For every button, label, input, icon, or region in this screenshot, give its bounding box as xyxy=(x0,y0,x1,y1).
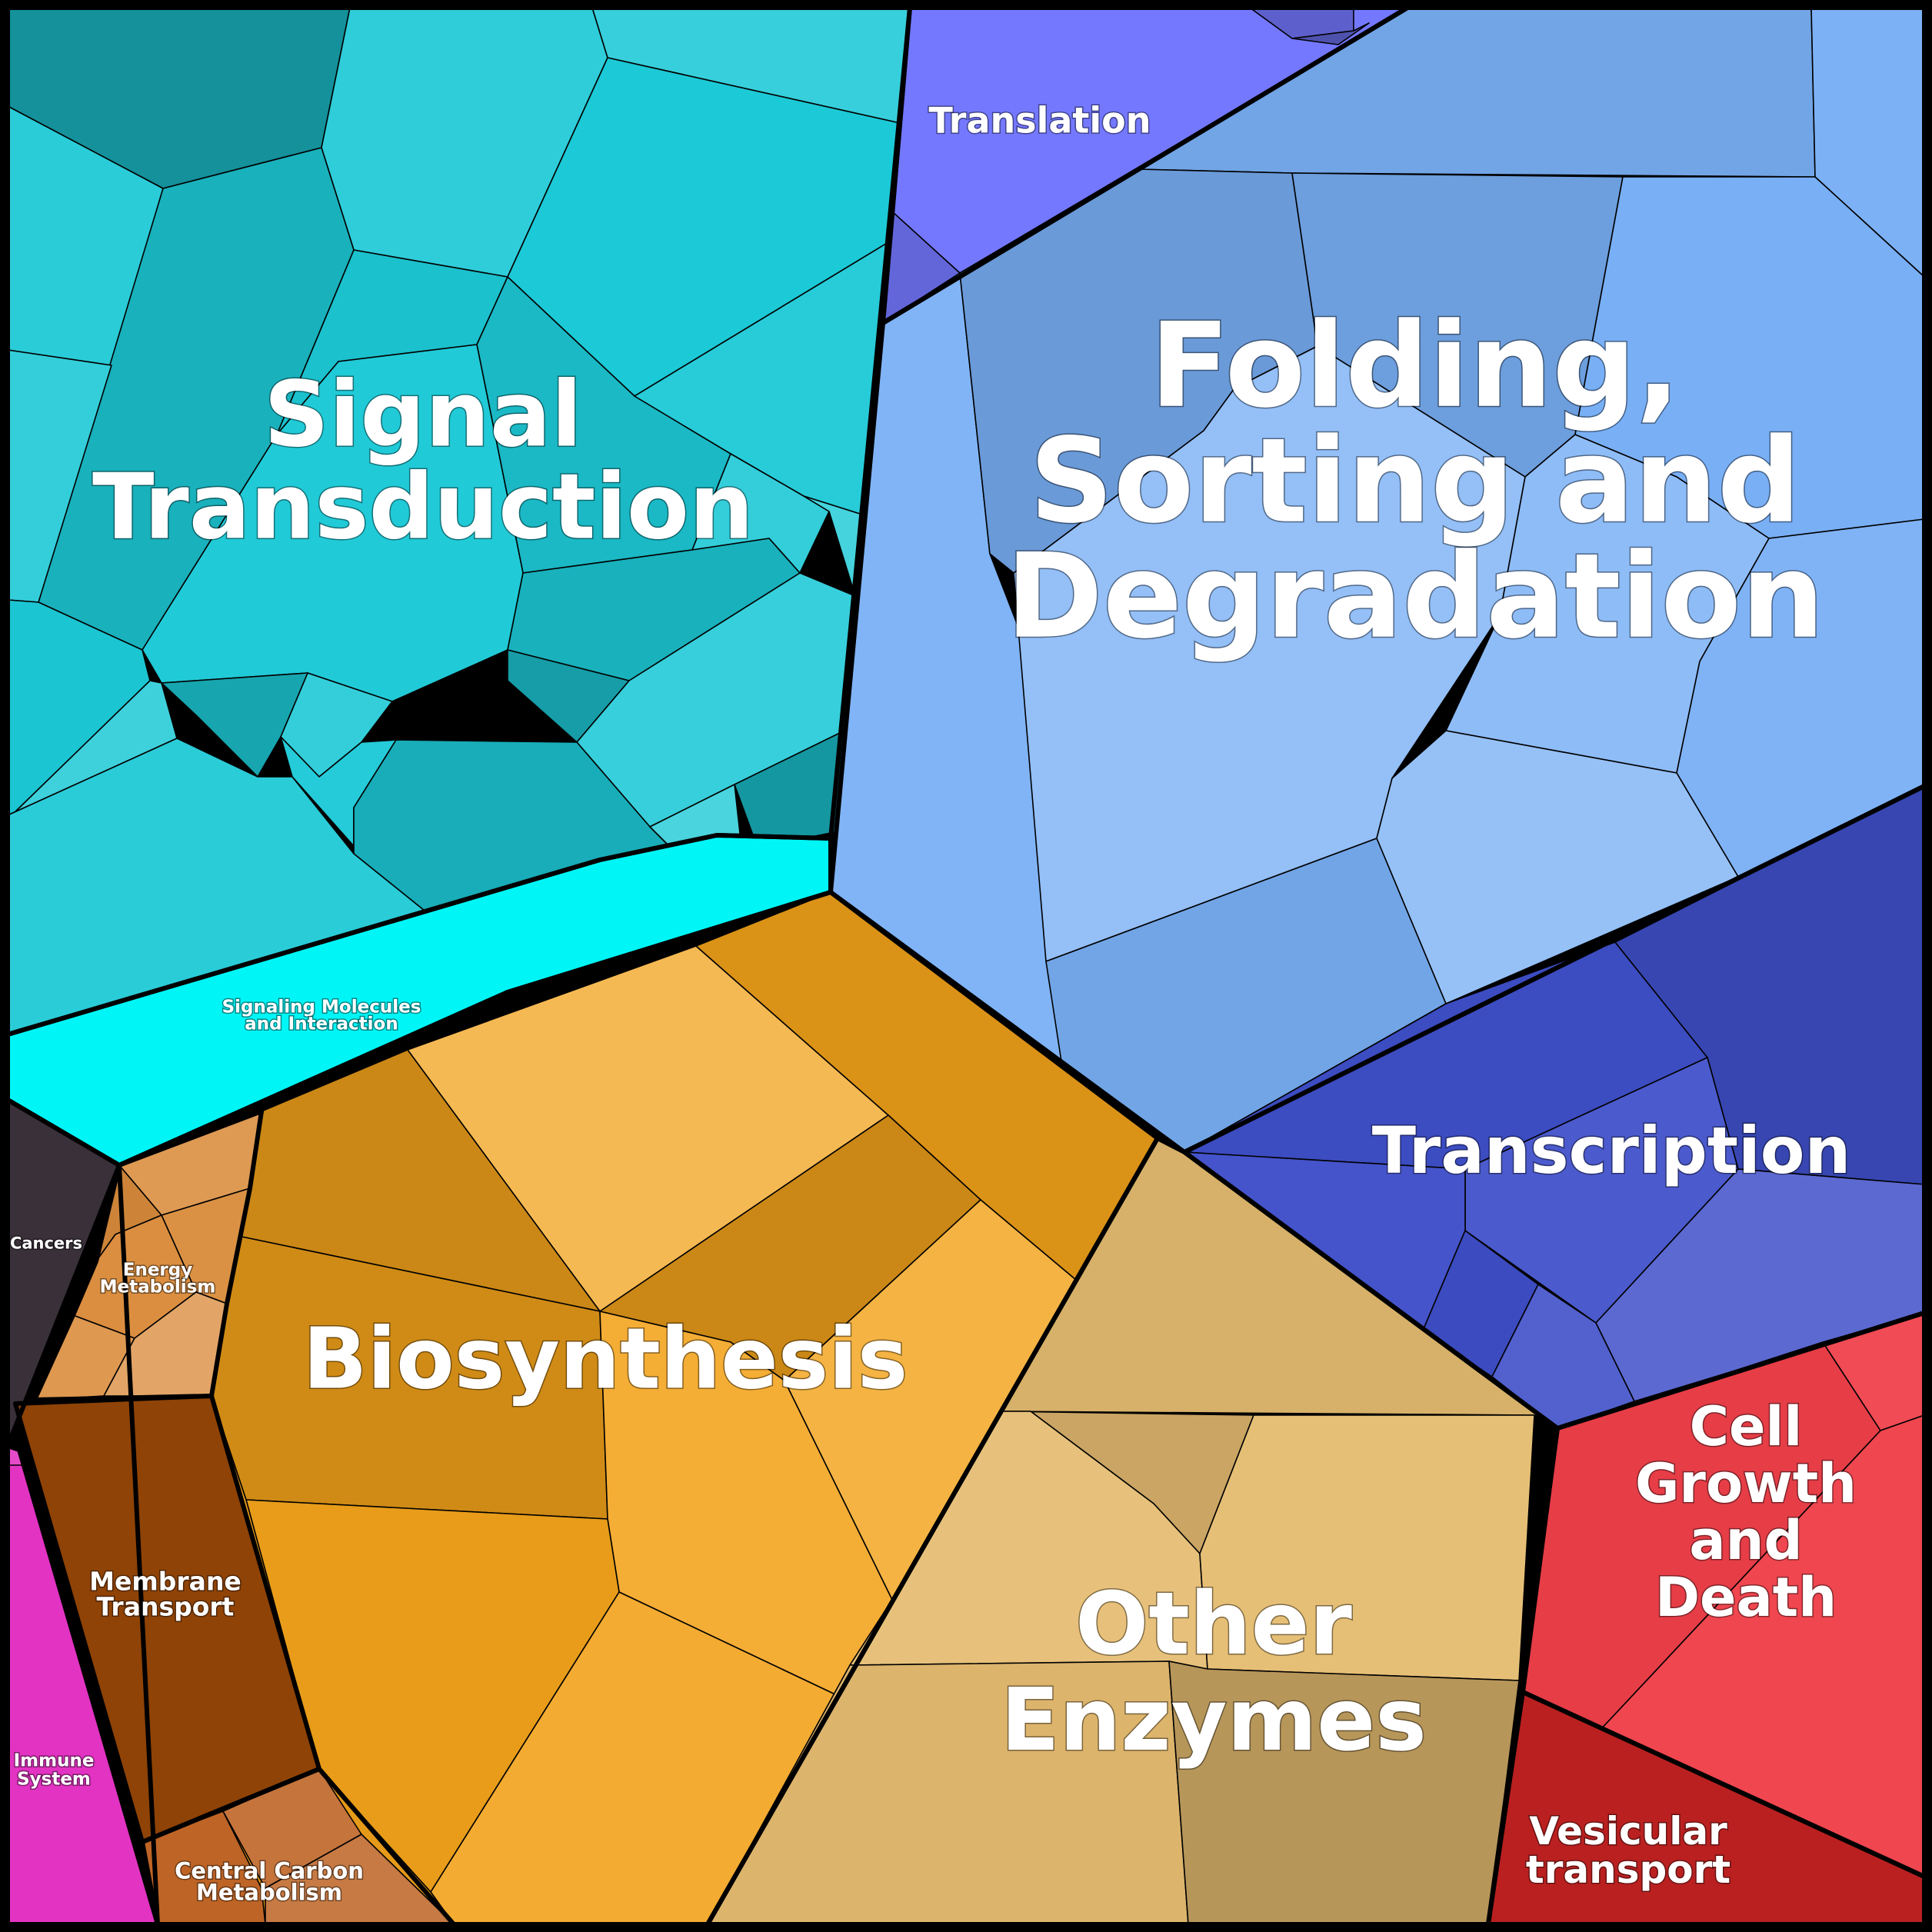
cell-growth-label-line: Growth xyxy=(1635,1452,1857,1515)
vesicular-border xyxy=(1486,1690,1927,1927)
biosynthesis-label-line: Biosynthesis xyxy=(303,1310,908,1408)
transcription-label-line: Transcription xyxy=(1372,1113,1851,1188)
central-carbon-border xyxy=(140,1767,456,1927)
signaling-molecules-label-line: Signaling Molecules xyxy=(222,997,421,1017)
translation-label: Translation xyxy=(928,100,1151,142)
central-carbon-label-line: Metabolism xyxy=(196,1879,342,1905)
immune-label-line: System xyxy=(17,1769,91,1789)
vesicular-label-line: transport xyxy=(1526,1847,1730,1892)
membrane-label-line: Membrane xyxy=(89,1566,242,1596)
cell-growth-label-line: Death xyxy=(1655,1566,1837,1629)
vesicular-label-line: Vesicular xyxy=(1529,1809,1727,1854)
translation-cell-30 xyxy=(1291,22,1370,45)
energy-label-line: Energy xyxy=(123,1260,192,1280)
signaling-molecules-label-line: and Interaction xyxy=(245,1014,398,1034)
signal-transduction-label-line: Transduction xyxy=(92,453,754,559)
cell-growth-label-line: Cell xyxy=(1690,1395,1803,1458)
immune-label-line: Immune xyxy=(14,1750,95,1770)
cancers-label-line: Cancers xyxy=(10,1234,82,1253)
central-carbon-label-line: Central Carbon xyxy=(175,1857,364,1884)
cancers-border xyxy=(5,1098,122,1448)
folding-label-line: Degradation xyxy=(1006,528,1824,665)
cell-growth-label-line: and xyxy=(1689,1509,1802,1572)
other-enzymes-label-line: Other xyxy=(1075,1574,1352,1674)
cancers-label: Cancers xyxy=(10,1234,82,1253)
translation-label-line: Translation xyxy=(928,100,1151,142)
signal-transduction-cell-18 xyxy=(161,672,308,778)
energy-label-line: Metabolism xyxy=(100,1277,216,1297)
signal-transduction-label-line: Signal xyxy=(264,361,582,467)
transcription-label: Transcription xyxy=(1372,1113,1851,1188)
cells-layer xyxy=(7,7,1925,1925)
folding-label-line: Folding, xyxy=(1150,298,1681,434)
folding-label-line: Sorting and xyxy=(1029,413,1800,549)
biosynthesis-label: Biosynthesis xyxy=(303,1310,908,1408)
membrane-label-line: Transport xyxy=(97,1591,235,1621)
other-enzymes-label-line: Enzymes xyxy=(1001,1671,1427,1770)
